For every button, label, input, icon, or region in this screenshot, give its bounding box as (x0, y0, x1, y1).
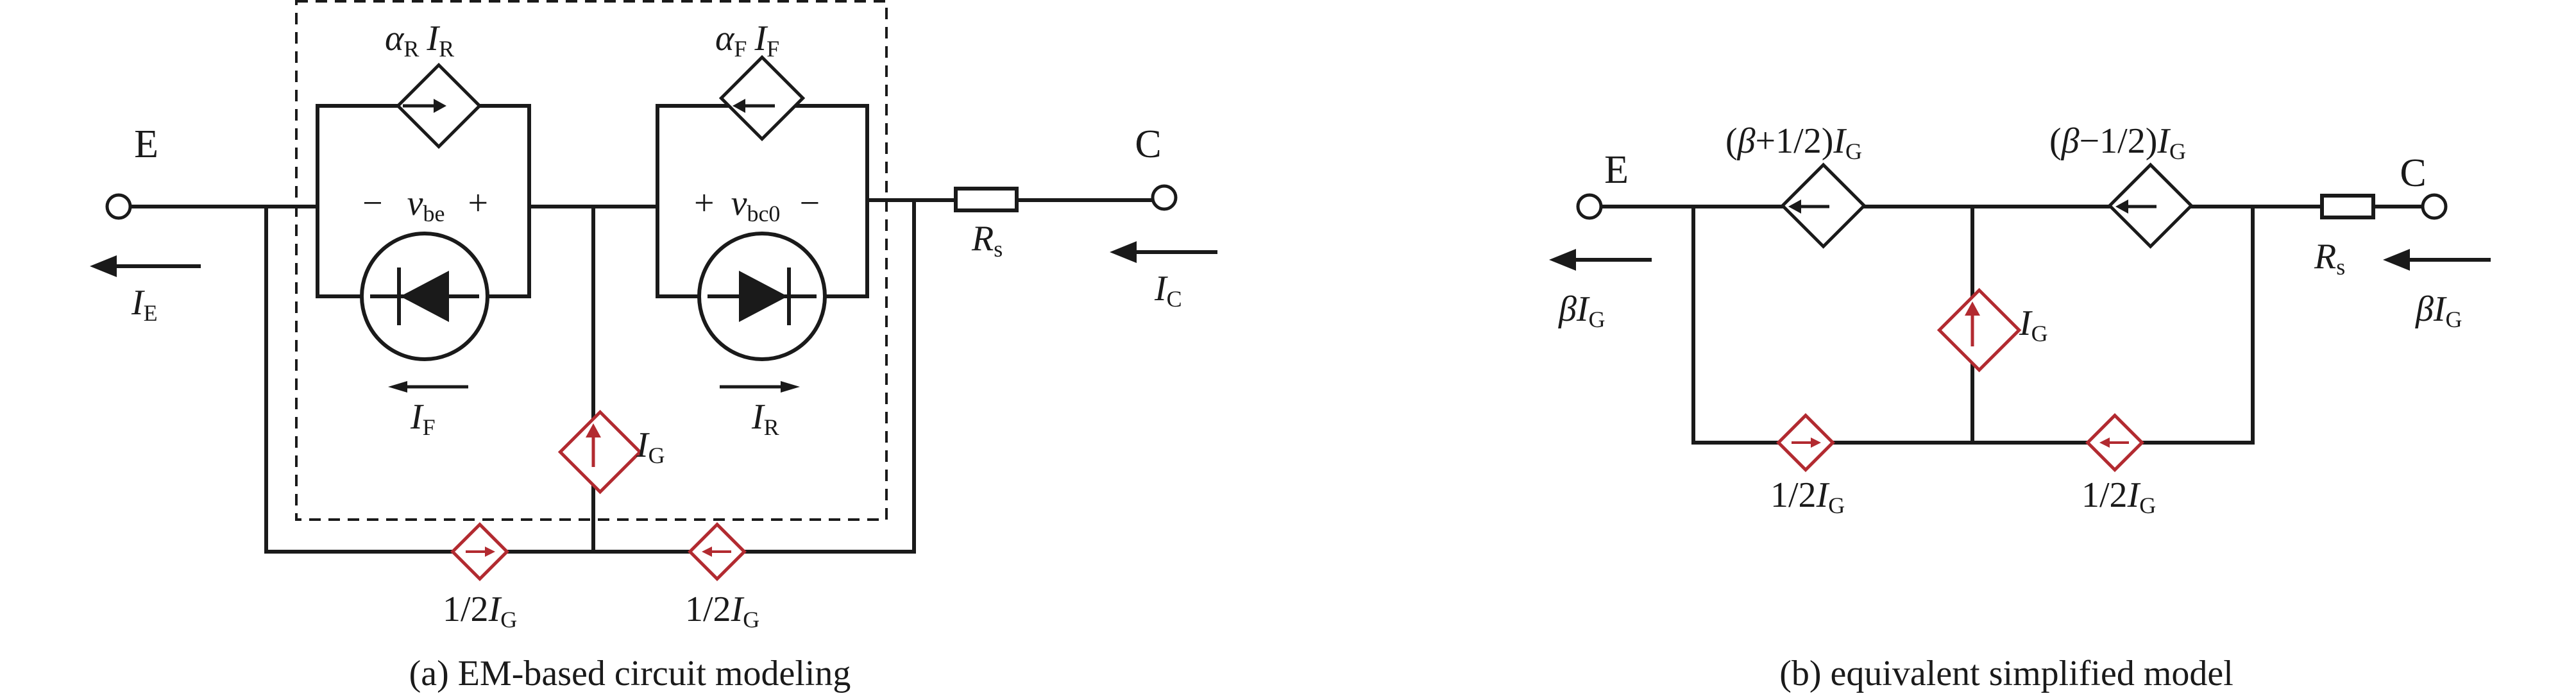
transistor-boundary (295, 0, 888, 521)
ic-label: IC (1154, 269, 1182, 312)
ie-label: IE (131, 283, 158, 326)
beta-ig-e-label: βIG (1558, 289, 1606, 332)
vbc-label: +vbc0− (694, 183, 820, 226)
panel-b-caption: (b) equivalent simplified model (1779, 654, 2233, 693)
ig-source (557, 409, 643, 495)
if-arrow (388, 381, 468, 393)
terminal-c-label: C (2400, 151, 2426, 195)
half-ig-source-right (688, 522, 747, 581)
beta-ig-c-arrow (2383, 249, 2491, 271)
alpha-r-source (395, 62, 482, 149)
diode-bc (697, 232, 827, 361)
rs-label: Rs (971, 219, 1003, 262)
vbe-label: −vbe+ (362, 183, 488, 226)
alpha-f-source (718, 55, 806, 142)
terminal-e-node (105, 193, 132, 220)
ic-arrow (1110, 241, 1217, 263)
ig-source (1936, 287, 2022, 373)
terminal-c-node (2421, 193, 2448, 220)
panel-a-wires (126, 104, 1153, 554)
half-ig-source-right (2085, 413, 2144, 472)
ig-label: IG (2019, 303, 2048, 346)
half-ig-source-left (1776, 413, 1835, 472)
if-label: IF (410, 397, 436, 440)
terminal-e-label: E (134, 123, 158, 166)
beta-ig-e-arrow (1549, 249, 1652, 271)
half-ig-label-right: 1/2IG (2081, 475, 2156, 518)
terminal-e-node (1576, 193, 1603, 220)
panel-a-caption: (a) EM-based circuit modeling (409, 654, 851, 693)
rs-resistor (954, 187, 1019, 212)
beta-minus-half-label: (β−1/2)IG (2049, 121, 2186, 164)
beta-plus-half-source (1780, 162, 1867, 249)
ir-arrow (720, 381, 800, 393)
half-ig-source-left (450, 522, 509, 581)
beta-ig-c-label: βIG (2415, 289, 2462, 332)
half-ig-label-left: 1/2IG (1770, 475, 1845, 518)
terminal-e-label: E (1604, 148, 1629, 192)
half-ig-label-right: 1/2IG (685, 590, 759, 632)
panel-b-simplified-model: E C (β+1/2)IG (β−1/2)IG IG (1549, 121, 2491, 693)
diode-be (360, 232, 489, 361)
ir-label: IR (751, 397, 779, 440)
rs-resistor (2320, 194, 2375, 219)
rs-label: Rs (2314, 237, 2345, 280)
beta-minus-half-source (2107, 162, 2194, 249)
ie-arrow (90, 255, 201, 277)
terminal-c-label: C (1135, 123, 1161, 166)
half-ig-label-left: 1/2IG (443, 590, 517, 632)
ig-label: IG (636, 425, 665, 468)
terminal-c-node (1151, 184, 1178, 211)
beta-plus-half-label: (β+1/2)IG (1725, 121, 1862, 164)
